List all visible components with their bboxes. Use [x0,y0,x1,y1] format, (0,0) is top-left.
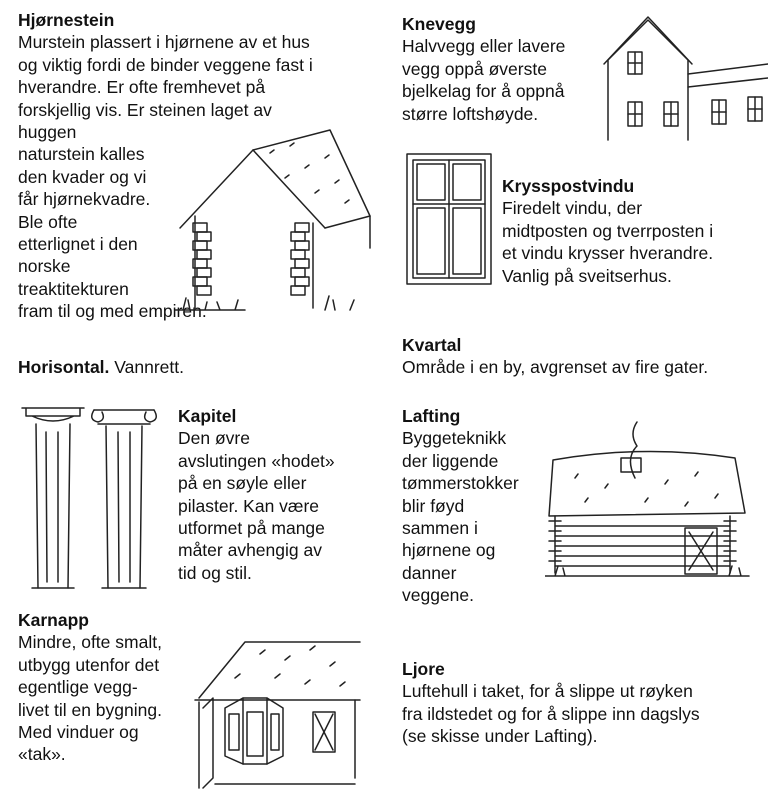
entry-title: Horisontal. [18,357,110,377]
entry-title: Kapitel [178,406,237,426]
entry-lafting: Lafting Byggeteknikk der liggende tømmer… [402,405,519,607]
entry-title: Hjørnestein [18,10,115,30]
entry-text: Luftehull i taket, for å slippe ut røyke… [402,681,700,747]
capital-columns-illustration [21,407,157,589]
entry-kapitel: Kapitel Den øvre avslutingen «hodet» på … [178,405,335,584]
entry-horisontal: Horisontal. Vannrett. [18,356,184,378]
entry-text: Område i en by, avgrenset av fire gater. [402,357,709,378]
knee-wall-house-illustration [603,16,768,141]
entry-title: Lafting [402,406,461,426]
entry-title: Krysspostvindu [502,176,635,196]
entry-text: Halvvegg eller lavere vegg oppå øverste … [402,36,566,124]
entry-title: Kvartal [402,335,462,355]
entry-kvartal: Kvartal Område i en by, avgrenset av fir… [402,334,708,379]
entry-krysspostvindu: Krysspostvindu Firedelt vindu, der midtp… [502,175,713,287]
entry-ljore: Ljore Luftehull i taket, for å slippe ut… [402,658,700,748]
corner-stone-house-illustration [175,129,371,311]
entry-text: Firedelt vindu, der midtposten og tverrp… [502,198,714,286]
entry-karnapp: Karnapp Mindre, ofte smalt, utbygg utenf… [18,609,162,766]
entry-knevegg: Knevegg Halvvegg eller lavere vegg oppå … [402,13,565,125]
entry-title: Knevegg [402,14,476,34]
entry-text: Mindre, ofte smalt, utbygg utenfor det e… [18,632,162,765]
entry-hjornestein: Hjørnestein Murstein plassert i hjørnene… [18,9,313,323]
log-cabin-illustration [545,421,750,577]
entry-text: Byggeteknikk der liggende tømmerstokker … [402,428,519,606]
entry-title: Ljore [402,659,445,679]
entry-text: Den øvre avslutingen «hodet» på en søyle… [178,428,335,583]
entry-text: Vannrett. [109,357,184,377]
entry-text: Murstein plassert i hjørnene av et hus o… [18,32,313,322]
entry-title: Karnapp [18,610,89,630]
bay-window-illustration [194,641,361,789]
cross-post-window-illustration [406,153,492,285]
